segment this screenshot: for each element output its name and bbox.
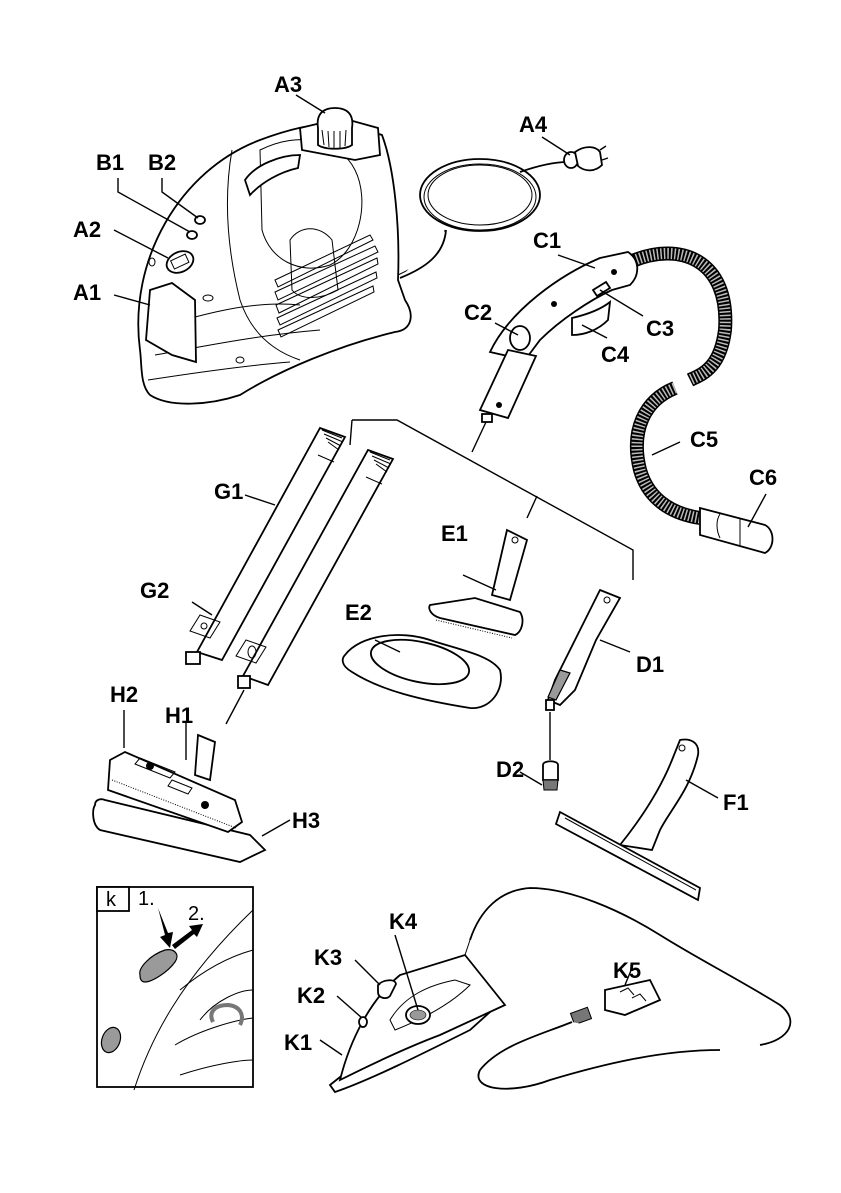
extension-tubes — [185, 426, 395, 725]
label-g2: G2 — [140, 578, 169, 603]
inset-step-1: 1. — [138, 888, 155, 910]
label-f1: F1 — [723, 790, 749, 815]
mains-plug — [573, 146, 603, 172]
detail-nozzle — [542, 588, 622, 791]
window-squeegee — [554, 738, 701, 902]
label-b1: B1 — [96, 150, 124, 175]
water-tank-panel — [145, 282, 197, 364]
lamp-b1 — [186, 230, 198, 240]
label-c6: C6 — [749, 465, 777, 490]
label-c4: C4 — [601, 342, 630, 367]
label-d1: D1 — [636, 652, 664, 677]
label-h1: H1 — [165, 703, 193, 728]
inset-tag: k — [106, 889, 117, 911]
steam-iron — [328, 887, 792, 1094]
steam-hose — [471, 246, 774, 554]
hand-nozzle-body — [428, 597, 524, 636]
leader-lines — [113, 94, 767, 1056]
inset-k — [96, 886, 254, 1091]
label-h2: H2 — [110, 682, 138, 707]
main-unit — [137, 107, 446, 405]
safety-cap[interactable] — [316, 107, 354, 150]
label-c1: C1 — [533, 228, 561, 253]
label-k1: K1 — [284, 1030, 312, 1055]
label-k3: K3 — [314, 945, 342, 970]
label-c2: C2 — [464, 300, 492, 325]
floor-cloth — [92, 798, 267, 863]
label-k2: K2 — [297, 983, 325, 1008]
power-cord — [399, 145, 609, 279]
label-a1: A1 — [73, 280, 101, 305]
squeegee-handle — [618, 738, 700, 851]
label-k5: K5 — [613, 958, 641, 983]
vent-slots — [274, 234, 379, 338]
label-a3: A3 — [274, 72, 302, 97]
floor-nozzle — [92, 733, 267, 863]
label-e2: E2 — [345, 600, 372, 625]
steam-switch[interactable] — [591, 280, 612, 298]
hand-nozzle — [341, 528, 529, 709]
label-g1: G1 — [214, 479, 243, 504]
label-e1: E1 — [441, 521, 468, 546]
connection-lines — [349, 419, 634, 580]
floor-nozzle-body — [107, 751, 244, 834]
label-c3: C3 — [646, 316, 674, 341]
round-brush — [542, 760, 559, 781]
label-h3: H3 — [292, 808, 320, 833]
label-a4: A4 — [519, 112, 548, 137]
hose-connector — [699, 506, 774, 554]
label-a2: A2 — [73, 217, 101, 242]
label-c5: C5 — [690, 427, 718, 452]
iron-switch[interactable] — [377, 979, 397, 999]
label-b2: B2 — [148, 150, 176, 175]
labels: A3 A4 B1 B2 A2 A1 C1 C2 C3 C4 C5 C6 G1 E… — [73, 72, 777, 1055]
steam-button-inset — [139, 949, 178, 983]
release-button[interactable] — [509, 325, 531, 351]
inset-step-2: 2. — [188, 903, 205, 925]
label-d2: D2 — [496, 757, 524, 782]
squeegee-blade — [554, 810, 701, 902]
child-lock-lever[interactable] — [571, 299, 612, 336]
label-k4: K4 — [389, 909, 418, 934]
